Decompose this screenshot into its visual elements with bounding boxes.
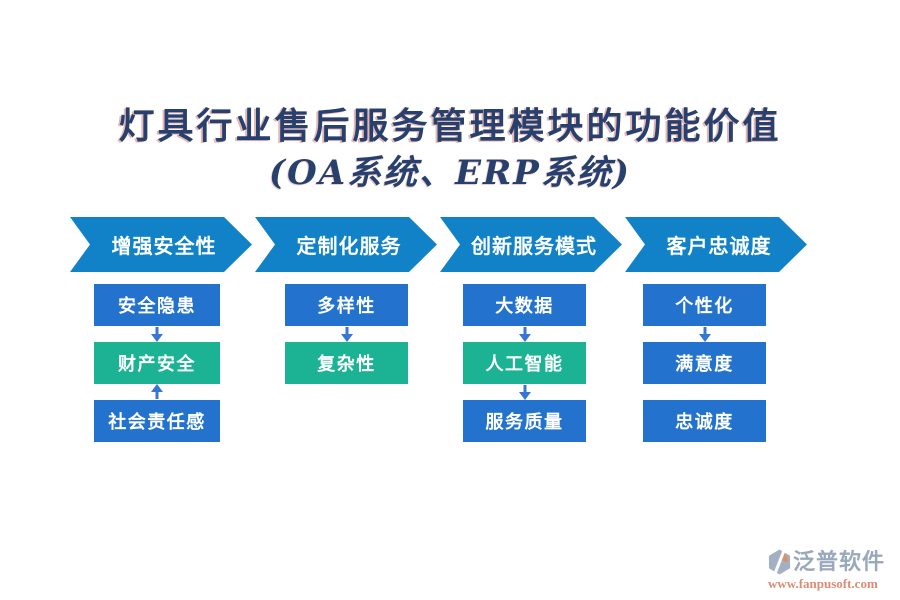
value-box: 忠诚度 xyxy=(643,400,766,442)
spacer xyxy=(643,384,766,400)
value-box: 满意度 xyxy=(643,342,766,384)
value-box: 财产安全 xyxy=(94,342,220,384)
column-loyalty: 个性化满意度忠诚度 xyxy=(643,284,766,442)
page-title: 灯具行业售后服务管理模块的功能价值 (OA系统、ERP系统) xyxy=(0,103,900,195)
arrow-down-icon xyxy=(463,384,586,400)
vendor-url: www.fanpusoft.com xyxy=(768,576,878,591)
value-box: 社会责任感 xyxy=(94,400,220,442)
vendor-logo-row: 泛普软件 xyxy=(768,549,894,575)
column-innovation: 大数据人工智能服务质量 xyxy=(463,284,586,442)
value-box: 大数据 xyxy=(463,284,586,326)
title-line-1: 灯具行业售后服务管理模块的功能价值 xyxy=(118,105,782,147)
chevron-header-loyalty: 客户忠诚度 xyxy=(625,217,807,272)
value-box: 复杂性 xyxy=(285,342,408,384)
value-box: 多样性 xyxy=(285,284,408,326)
chevron-header-custom-service: 定制化服务 xyxy=(255,217,437,272)
value-box: 服务质量 xyxy=(463,400,586,442)
column-custom-service: 多样性复杂性 xyxy=(285,284,408,384)
arrow-down-icon xyxy=(285,326,408,342)
chevron-header-innovation: 创新服务模式 xyxy=(440,217,622,272)
value-box: 人工智能 xyxy=(463,342,586,384)
value-box: 个性化 xyxy=(643,284,766,326)
arrow-down-icon xyxy=(463,326,586,342)
column-security: 安全隐患财产安全社会责任感 xyxy=(94,284,220,442)
arrow-up-icon xyxy=(94,384,220,400)
chevron-header-security: 增强安全性 xyxy=(70,217,252,272)
title-line-2: (OA系统、ERP系统) xyxy=(269,152,631,193)
fanpu-logo-icon xyxy=(768,549,791,575)
arrow-down-icon xyxy=(94,326,220,342)
arrow-down-icon xyxy=(643,326,766,342)
vendor-logo: 泛普软件 www.fanpusoft.com xyxy=(768,549,894,590)
value-box: 安全隐患 xyxy=(94,284,220,326)
vendor-name: 泛普软件 xyxy=(793,549,886,574)
